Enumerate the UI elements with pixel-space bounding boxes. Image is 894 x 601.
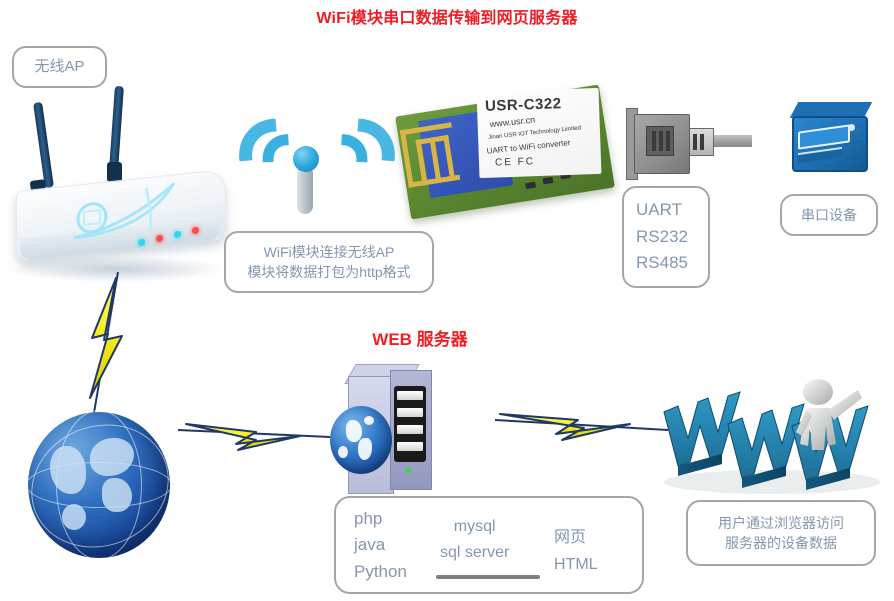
serial-device-icon [784,98,880,186]
web-technology-box: php java Python mysql sql server 网页 HTML [334,496,644,594]
server-drive-bay [394,386,426,462]
access-point-label: 无线AP [12,46,107,88]
wifi-desc-line-1: WiFi模块连接无线AP [263,243,395,260]
wifi-center-dot [293,146,319,172]
connector-internet-to-server [177,423,331,451]
database-item-1: sql server [440,543,510,561]
router-brand-logo [73,182,176,240]
browser-desc-line-1: 用户通过浏览器访问 [718,514,844,531]
server-globe-badge [330,406,392,474]
serial-device-body [792,116,868,172]
uart-item-0: UART [636,200,682,220]
language-column: php java Python [354,506,407,585]
output-column: 网页 HTML [554,524,598,578]
user-figure [796,379,862,450]
wifi-signal-icon [221,100,413,226]
browser-desc-line-2: 服务器的设备数据 [725,535,837,551]
serial-device-indicator [848,124,855,131]
wifi-desc-line-2: 模块将数据打包为http格式 [247,264,411,280]
access-point-label-text: 无线AP [34,58,85,76]
www-users-icon [662,376,894,502]
www-3d-text [663,379,880,494]
router-antenna-right-base [107,162,122,182]
serial-connector-neck [686,128,714,156]
database-underline [436,575,540,579]
wifi-stem [297,166,313,214]
database-item-0: mysql [453,518,496,535]
web-server-tower-icon [330,360,450,502]
connector-server-to-users [494,413,669,441]
serial-connector-pins [646,126,674,156]
uart-interface-box: UART RS232 RS485 [622,186,710,288]
language-item-0: php [354,509,383,528]
uart-item-2: RS485 [636,253,688,273]
database-column: mysql sql server [440,514,509,565]
page-title: WiFi模块串口数据传输到网页服务器 [316,10,578,27]
uart-item-1: RS232 [636,226,688,246]
output-item-1: HTML [554,556,598,574]
serial-device-label-text: 串口设备 [801,206,857,223]
language-item-1: java [354,535,386,555]
serial-cable [710,135,752,147]
web-server-title: WEB 服务器 [372,330,468,349]
serial-device-label: 串口设备 [780,194,878,236]
browser-access-description: 用户通过浏览器访问 服务器的设备数据 [686,500,876,566]
server-power-led [406,468,411,473]
wifi-module-description: WiFi模块连接无线AP 模块将数据打包为http格式 [224,231,434,293]
db9-serial-connector [624,104,752,184]
internet-globe-icon [12,404,188,568]
globe-sphere [12,404,188,568]
output-item-0: 网页 [554,529,587,546]
language-item-2: Python [354,561,407,581]
